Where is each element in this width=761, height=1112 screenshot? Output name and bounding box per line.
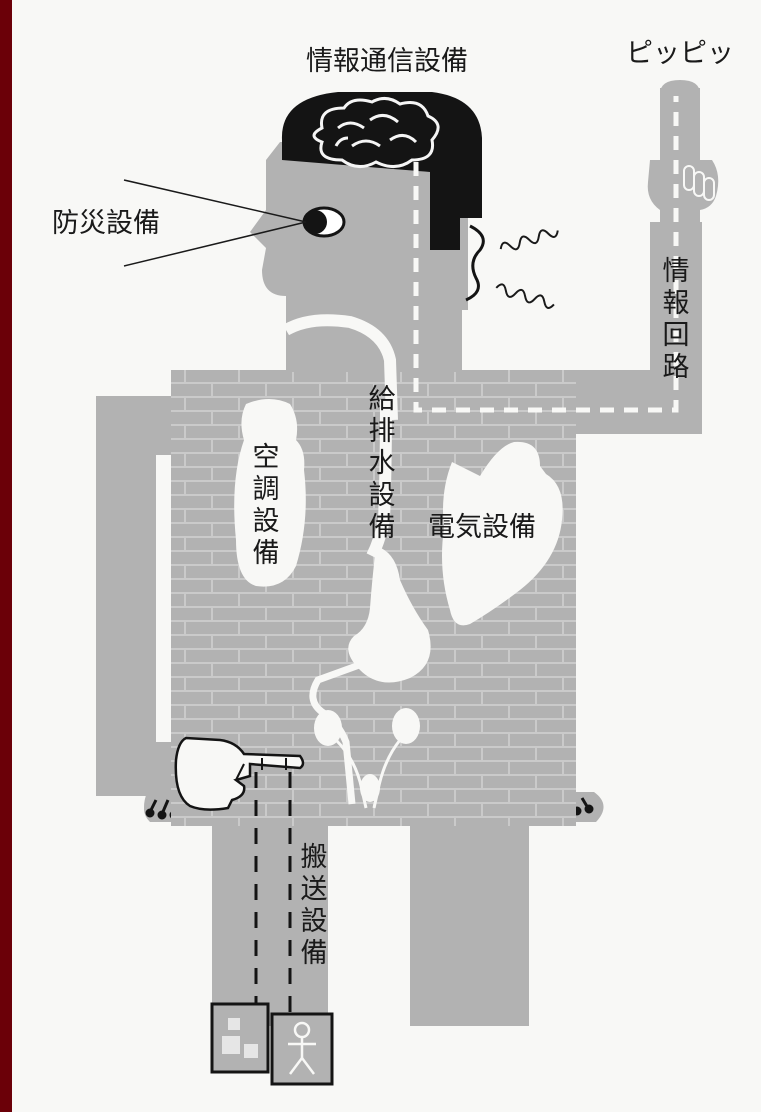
hair [281, 92, 482, 250]
eye-pupil [303, 210, 327, 234]
label-plumbing-3: 設 [369, 480, 396, 511]
esophagus [366, 399, 392, 559]
label-beep: ピッピッ [626, 38, 734, 69]
label-hvac-3: 備 [253, 538, 280, 569]
kidney-right [392, 708, 420, 744]
person-icon [288, 1021, 316, 1075]
label-plumbing-0: 給 [369, 384, 396, 415]
label-plumbing: 給 排 水 設 備 [369, 384, 396, 543]
fist-knuckles [683, 165, 715, 201]
ureters [334, 738, 402, 809]
label-transport-3: 備 [301, 938, 328, 969]
label-info-comm: 情報通信設備 [306, 46, 468, 77]
label-hvac-1: 調 [253, 474, 280, 505]
bladder [360, 774, 380, 802]
label-transport-2: 設 [301, 906, 328, 937]
label-info-circuit-0: 情 [663, 256, 690, 287]
left-leg [212, 826, 328, 1026]
sight-line-upper [123, 179, 307, 223]
label-hvac: 空 調 設 備 [253, 442, 280, 569]
cargo-packages-icon [222, 1018, 258, 1058]
label-transport-0: 搬 [301, 842, 328, 873]
liver-organ [442, 441, 563, 626]
ear-cord [465, 224, 485, 302]
label-plumbing-4: 備 [369, 512, 396, 543]
sound-wave-upper [499, 229, 559, 251]
label-hvac-2: 設 [253, 506, 280, 537]
label-info-circuit-1: 報 [663, 288, 690, 319]
label-info-circuit-3: 路 [663, 352, 690, 383]
brain-icon [312, 97, 440, 168]
lung-organ [234, 399, 306, 587]
info-line-head [413, 96, 679, 413]
right-arm [560, 222, 702, 434]
pointing-finger-up [660, 80, 700, 160]
brain-folds [334, 114, 418, 148]
kidney-left [314, 710, 342, 746]
label-transport-1: 送 [301, 874, 328, 905]
sound-wave-lower [495, 283, 555, 309]
label-plumbing-1: 排 [369, 416, 396, 447]
sight-line-lower [123, 221, 307, 267]
label-plumbing-2: 水 [369, 448, 396, 479]
hand-finger-divider [235, 763, 245, 781]
label-disaster: 防災設備 [52, 208, 160, 239]
throat-tube [282, 314, 398, 421]
label-transport: 搬 送 設 備 [301, 842, 328, 969]
left-arm [96, 396, 200, 796]
label-info-circuit: 情 報 回 路 [663, 256, 690, 383]
label-electrical: 電気設備 [428, 512, 536, 543]
stomach-organ [348, 546, 431, 683]
label-hvac-0: 空 [253, 442, 280, 473]
right-leg [410, 826, 529, 1026]
label-info-circuit-2: 回 [663, 320, 690, 351]
